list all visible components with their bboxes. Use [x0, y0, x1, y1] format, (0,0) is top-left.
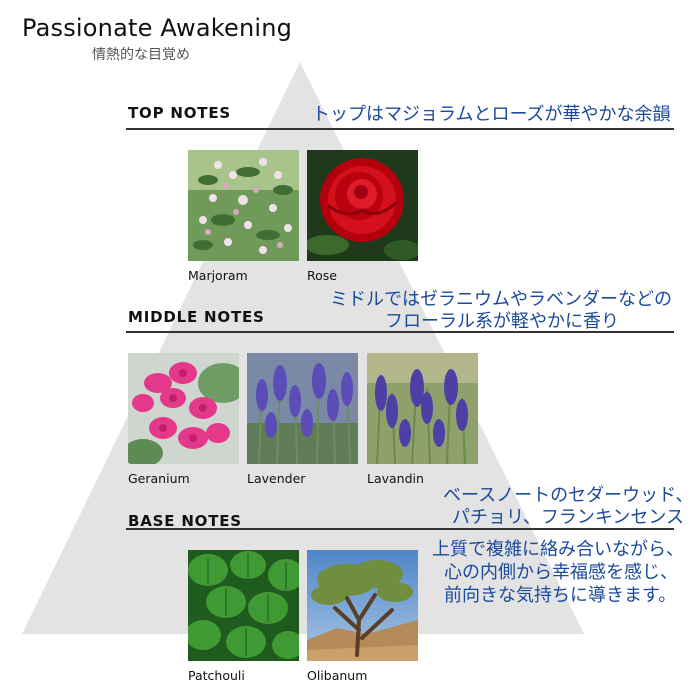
middle-notes-description-line1: ミドルではゼラニウムやラベンダーなどの	[330, 289, 672, 310]
summary-line-1: 上質で複雑に絡み合いながら、	[432, 539, 684, 560]
base-notes-heading: BASE NOTES	[128, 512, 242, 530]
page-subtitle: 情熱的な目覚め	[92, 47, 190, 63]
top-notes-heading: TOP NOTES	[128, 104, 231, 122]
middle-notes-heading: MIDDLE NOTES	[128, 308, 265, 326]
olibanum-photo	[307, 550, 418, 661]
lavandin-photo	[367, 353, 478, 464]
lavender-photo	[247, 353, 358, 464]
marjoram-photo	[188, 150, 299, 261]
patchouli-photo	[188, 550, 299, 661]
marjoram-label: Marjoram	[188, 268, 248, 283]
top-notes-description: トップはマジョラムとローズが華やかな余韻	[312, 104, 671, 125]
summary-line-2: 心の内側から幸福感を感じ、	[444, 562, 678, 583]
page-title: Passionate Awakening	[22, 14, 293, 42]
summary-line-3: 前向きな気持ちに導きます。	[444, 585, 677, 606]
base-notes-rule	[126, 528, 674, 530]
patchouli-label: Patchouli	[188, 668, 245, 683]
rose-photo	[307, 150, 418, 261]
base-notes-description-line1: ベースノートのセダーウッド、	[443, 485, 694, 506]
rose-label: Rose	[307, 268, 337, 283]
geranium-photo	[128, 353, 239, 464]
middle-notes-rule	[126, 331, 674, 333]
geranium-label: Geranium	[128, 471, 190, 486]
base-notes-description-line2: パチョリ、フランキンセンス	[452, 507, 685, 528]
lavandin-label: Lavandin	[367, 471, 424, 486]
lavender-label: Lavender	[247, 471, 306, 486]
olibanum-label: Olibanum	[307, 668, 368, 683]
middle-notes-description-line2: フローラル系が軽やかに香り	[385, 311, 619, 332]
top-notes-rule	[126, 128, 674, 130]
